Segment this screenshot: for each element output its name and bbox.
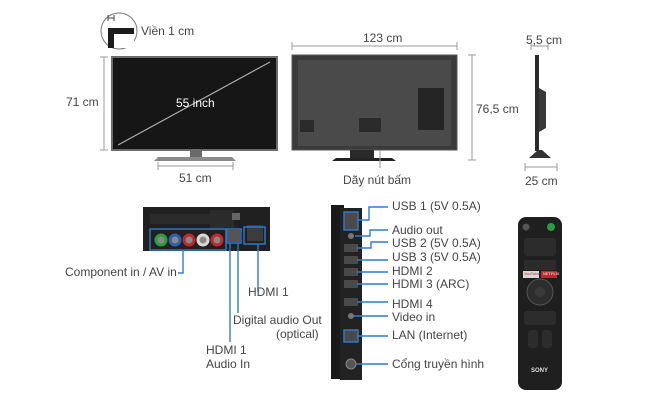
height-back-label: 76,5 cm [476, 102, 519, 116]
port-usb2-label: USB 2 (5V 0.5A) [392, 236, 481, 250]
height-front-label: 71 cm [66, 95, 99, 109]
side-port-callouts [343, 206, 388, 365]
tv-back [291, 54, 458, 161]
tv-front [111, 56, 278, 161]
side-port-strip [331, 205, 362, 380]
port-usb3-label: USB 3 (5V 0.5A) [392, 250, 481, 264]
depth-label: 5,5 cm [526, 33, 563, 47]
remote-control [518, 217, 562, 390]
port-hdmi2-label: HDMI 2 [392, 264, 433, 278]
bezel-label: Viền 1 cm [141, 24, 195, 38]
port-antenna-label: Cổng truyền hình [392, 357, 485, 371]
hdmi1-label: HDMI 1 [248, 285, 289, 299]
bezel-zoom [100, 12, 138, 50]
component-in-label: Component in / AV in [65, 265, 177, 279]
digital-audio-out-label: Digital audio Out [233, 313, 322, 327]
port-lan-label: LAN (Internet) [392, 328, 468, 342]
tv-side [529, 55, 551, 158]
button-row-label: Dãy nút bấm [343, 173, 412, 187]
remote-netflix-button: NETFLIX [543, 271, 560, 276]
port-usb1-label: USB 1 (5V 0.5A) [392, 199, 481, 213]
stand-width-label: 51 cm [179, 171, 212, 185]
remote-brand-logo: SONY [531, 368, 549, 374]
stand-depth-label: 25 cm [525, 174, 558, 188]
screen-size-label: 55 inch [176, 96, 215, 110]
digital-audio-optical-label: (optical) [276, 327, 319, 341]
port-hdmi4-label: HDMI 4 [392, 297, 433, 311]
hdmi1-audio-in-label-2: Audio In [206, 357, 251, 371]
hdmi1-audio-in-label-1: HDMI 1 [206, 343, 247, 357]
port-video-in-label: Video in [392, 310, 436, 324]
remote-youtube-button: YouTube [524, 271, 540, 276]
port-hdmi3-label: HDMI 3 (ARC) [392, 277, 470, 291]
width-label: 123 cm [363, 31, 403, 45]
port-audio-out-label: Audio out [392, 223, 443, 237]
rca-jacks [154, 233, 224, 247]
